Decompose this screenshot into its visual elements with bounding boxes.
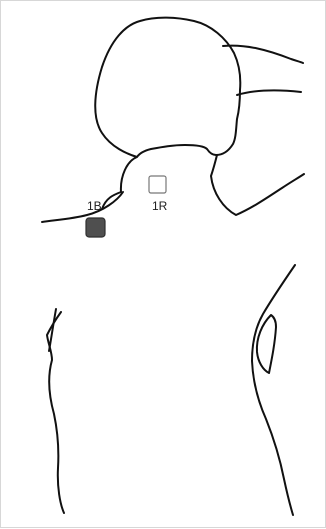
- lower-right-arm-line: [237, 90, 301, 95]
- marker-1r-label: 1R: [152, 199, 168, 213]
- head-outline: [95, 18, 240, 209]
- right-torso-line: [252, 265, 295, 515]
- marker-1b-label: 1B: [87, 199, 102, 213]
- right-armpit-curve: [257, 315, 276, 373]
- marker-1b-icon: [86, 218, 105, 237]
- marker-1r-icon: [149, 176, 166, 193]
- neck-right: [211, 155, 304, 215]
